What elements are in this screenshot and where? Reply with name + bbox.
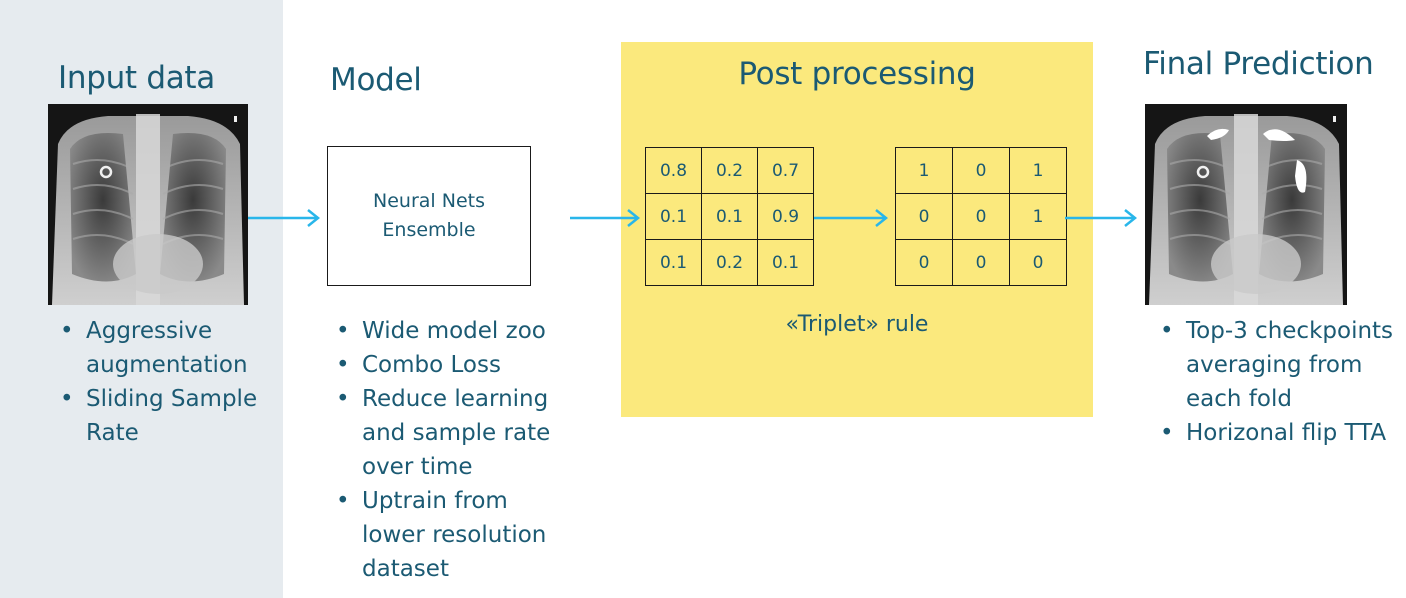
model-bullet-item: Combo Loss — [332, 348, 577, 382]
model-heading: Model — [330, 62, 422, 98]
binary-mask-grid: 1 0 1 0 0 1 0 0 0 — [895, 147, 1067, 286]
final-prediction-heading: Final Prediction — [1143, 46, 1374, 82]
mask-region-left — [1207, 128, 1229, 140]
input-data-heading: Input data — [58, 60, 215, 96]
chest-xray-image — [48, 104, 248, 305]
prob-cell: 0.2 — [701, 239, 758, 286]
prob-cell: 0.7 — [757, 147, 814, 194]
prob-cell: 0.1 — [645, 239, 702, 286]
prob-cell: 0.1 — [701, 193, 758, 240]
bin-cell: 0 — [952, 147, 1010, 194]
model-box-line1: Neural Nets — [373, 190, 485, 212]
prob-cell: 0.2 — [701, 147, 758, 194]
bin-cell: 1 — [895, 147, 953, 194]
bin-cell: 0 — [895, 193, 953, 240]
input-bullet-item: Aggressive augmentation — [56, 314, 281, 382]
arrow-right-icon — [1065, 209, 1138, 227]
post-processing-heading: Post processing — [738, 56, 976, 92]
bin-cell: 0 — [895, 239, 953, 286]
chest-xray-with-mask-image — [1145, 104, 1347, 305]
bin-cell: 0 — [952, 193, 1010, 240]
probability-grid: 0.8 0.2 0.7 0.1 0.1 0.9 0.1 0.2 0.1 — [645, 147, 814, 286]
input-bullets: Aggressive augmentation Sliding Sample R… — [56, 314, 281, 450]
final-bullet-item: Horizonal flip TTA — [1156, 416, 1396, 450]
model-bullet-item: Reduce learning and sample rate over tim… — [332, 382, 577, 484]
arrow-right-icon — [814, 209, 889, 227]
bin-cell: 0 — [1009, 239, 1067, 286]
prob-cell: 0.9 — [757, 193, 814, 240]
input-bullet-item: Sliding Sample Rate — [56, 382, 281, 450]
arrow-right-icon — [570, 209, 641, 227]
prob-cell: 0.1 — [645, 193, 702, 240]
neural-nets-ensemble-box: Neural Nets Ensemble — [327, 146, 531, 286]
model-box-line2: Ensemble — [382, 219, 476, 241]
bin-cell: 1 — [1009, 147, 1067, 194]
prob-cell: 0.1 — [757, 239, 814, 286]
arrow-right-icon — [248, 209, 321, 227]
model-bullet-item: Uptrain from lower resolution dataset — [332, 484, 577, 586]
mask-region-top-right — [1263, 129, 1295, 141]
prob-cell: 0.8 — [645, 147, 702, 194]
model-bullets: Wide model zoo Combo Loss Reduce learnin… — [332, 314, 577, 586]
final-bullet-item: Top-3 checkpoints averaging from each fo… — [1156, 314, 1396, 416]
triplet-rule-label: «Triplet» rule — [785, 312, 929, 337]
model-bullet-item: Wide model zoo — [332, 314, 577, 348]
bin-cell: 0 — [952, 239, 1010, 286]
final-bullets: Top-3 checkpoints averaging from each fo… — [1156, 314, 1396, 450]
bin-cell: 1 — [1009, 193, 1067, 240]
mask-region-right — [1295, 160, 1307, 193]
